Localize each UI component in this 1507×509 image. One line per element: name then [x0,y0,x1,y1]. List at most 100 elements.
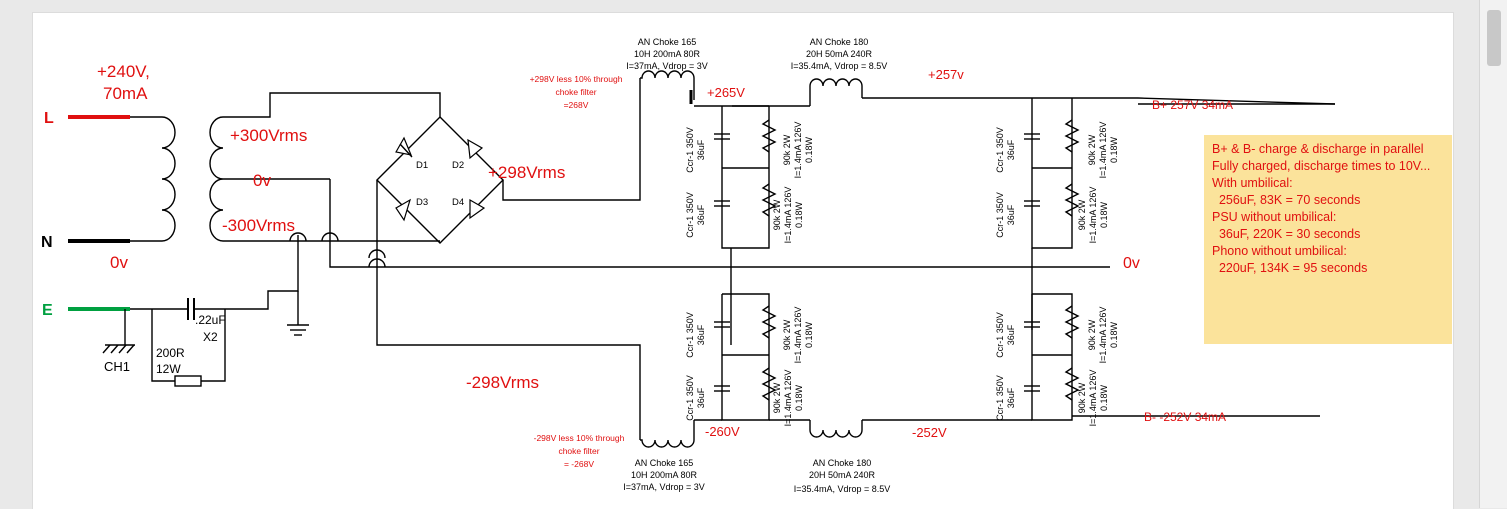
diode-d2: D2 [452,160,464,171]
capacitor-label-line: 36uF [696,204,706,225]
primary-current: 70mA [103,84,148,103]
top-filter-bank-1 [714,105,777,345]
earth-label: E [42,302,53,319]
note-line: With umbilical: [1212,176,1293,190]
resistor-label-line: 0.18W [804,136,814,163]
capacitor-label-line: 36uF [696,139,706,160]
choke-pos1-name: AN Choke 165 [638,37,697,47]
capacitor-label-line: 36uF [1006,324,1016,345]
pos-filter-note-1: +298V less 10% through [530,74,623,84]
secondary-positive: +300Vrms [230,126,307,145]
bridge-positive: +298Vrms [488,163,565,182]
live-label: L [44,110,54,127]
bottom-filter-bank-1 [714,293,777,421]
capacitor-label-line: Ccr-1 350V [995,312,1005,358]
note-line: 256uF, 83K = 70 seconds [1212,193,1361,207]
cap-class: X2 [203,330,218,344]
filter-notes: +298V less 10% through choke filter =268… [530,74,625,469]
resistor-label: 90k 2WI=1.4mA 126V0.18W [1077,370,1109,427]
bminus-output: B- -252V 34mA [1144,410,1226,424]
resistor-label-line: I=1.4mA 126V [1098,122,1108,179]
bplus-output: B+ 257V 34mA [1152,98,1233,112]
resistor-power: 12W [156,362,181,376]
note-line: B+ & B- charge & discharge in parallel [1212,142,1424,156]
bridge-rectifier [376,78,641,440]
capacitor-label-line: Ccr-1 350V [685,192,695,238]
scrollbar-thumb[interactable] [1487,10,1501,66]
resistor-label: 90k 2WI=1.4mA 126V0.18W [772,187,804,244]
cap-value: .22uF [195,313,226,327]
diode-d3: D3 [416,197,428,208]
capacitor-label: Ccr-1 350V36uF [995,375,1016,421]
resistor-label-line: 0.18W [804,321,814,348]
neg-filter-note-1: -298V less 10% through [534,433,625,443]
discharge-note: B+ & B- charge & discharge in parallel F… [1204,135,1452,344]
choke-neg2-drop: I=35.4mA, Vdrop = 8.5V [794,484,891,494]
resistor-label: 90k 2WI=1.4mA 126V0.18W [782,307,814,364]
choke-neg1-drop: I=37mA, Vdrop = 3V [623,482,705,492]
choke-neg1-name: AN Choke 165 [635,458,694,468]
pos-filter-note-3: =268V [564,100,589,110]
capacitor-label: Ccr-1 350V36uF [685,192,706,238]
bridge-negative: -298Vrms [466,373,539,392]
resistor-label-line: 90k 2W [1087,319,1097,350]
capacitor-label: Ccr-1 350V36uF [685,312,706,358]
resistor-label-line: I=1.4mA 126V [783,370,793,427]
resistor-label-line: 90k 2W [1077,382,1087,413]
resistor-label-line: 90k 2W [1087,134,1097,165]
rail-265: +265V [707,85,745,100]
resistor-label: 90k 2WI=1.4mA 126V0.18W [772,370,804,427]
capacitor-label-line: Ccr-1 350V [685,312,695,358]
diode-d1: D1 [416,160,428,171]
choke-pos1-drop: I=37mA, Vdrop = 3V [626,61,708,71]
choke-pos2-spec: 20H 50mA 240R [806,49,873,59]
zero-rail-label: 0v [1123,255,1140,272]
neg-filter-note-2: choke filter [558,446,599,456]
capacitor-label: Ccr-1 350V36uF [685,375,706,421]
resistor-label-line: 90k 2W [772,382,782,413]
resistor-label-line: 0.18W [1099,384,1109,411]
choke-neg2-name: AN Choke 180 [813,458,872,468]
rail-257: +257v [928,67,964,82]
resistor-label: 90k 2WI=1.4mA 126V0.18W [1087,122,1119,179]
diode-d4: D4 [452,197,464,208]
resistor-label-line: I=1.4mA 126V [1088,187,1098,244]
resistor-label-line: I=1.4mA 126V [793,122,803,179]
resistor-label-line: 90k 2W [782,134,792,165]
transformer-secondary [209,92,1110,268]
negative-rail [640,415,1320,448]
note-line: 220uF, 134K = 95 seconds [1212,261,1368,275]
capacitor-label-line: Ccr-1 350V [995,192,1005,238]
note-line: Fully charged, discharge times to 10V... [1212,159,1431,173]
choke-pos2-name: AN Choke 180 [810,37,869,47]
secondary-center: 0v [253,171,271,190]
capacitor-label-line: Ccr-1 350V [995,375,1005,421]
neutral-label: N [41,234,53,251]
chassis-label: CH1 [104,359,130,374]
capacitor-label-line: Ccr-1 350V [685,375,695,421]
choke-neg1-spec: 10H 200mA 80R [631,470,698,480]
capacitor-label-line: Ccr-1 350V [685,127,695,173]
resistor-label-line: 0.18W [1099,201,1109,228]
pos-filter-note-2: choke filter [555,87,596,97]
resistor-label-line: 90k 2W [1077,199,1087,230]
rail-neg260: -260V [705,424,740,439]
resistor-label-line: I=1.4mA 126V [1098,307,1108,364]
resistor-label: 90k 2WI=1.4mA 126V0.18W [782,122,814,179]
bottom-filter-bank-2 [1024,293,1080,421]
resistor-label: 90k 2WI=1.4mA 126V0.18W [1087,307,1119,364]
positive-rail [640,70,1336,107]
capacitor-label-line: 36uF [1006,139,1016,160]
neg-filter-note-3: = -268V [564,459,594,469]
rail-neg252: -252V [912,425,947,440]
ground-network [102,235,309,387]
resistor-label-line: I=1.4mA 126V [1088,370,1098,427]
capacitor-label: Ccr-1 350V36uF [995,312,1016,358]
neutral-zero-label: 0v [110,253,128,272]
vertical-scrollbar[interactable] [1479,0,1507,508]
capacitor-label-line: 36uF [1006,387,1016,408]
transformer-primary [130,116,176,242]
resistor-label: 90k 2WI=1.4mA 126V0.18W [1077,187,1109,244]
